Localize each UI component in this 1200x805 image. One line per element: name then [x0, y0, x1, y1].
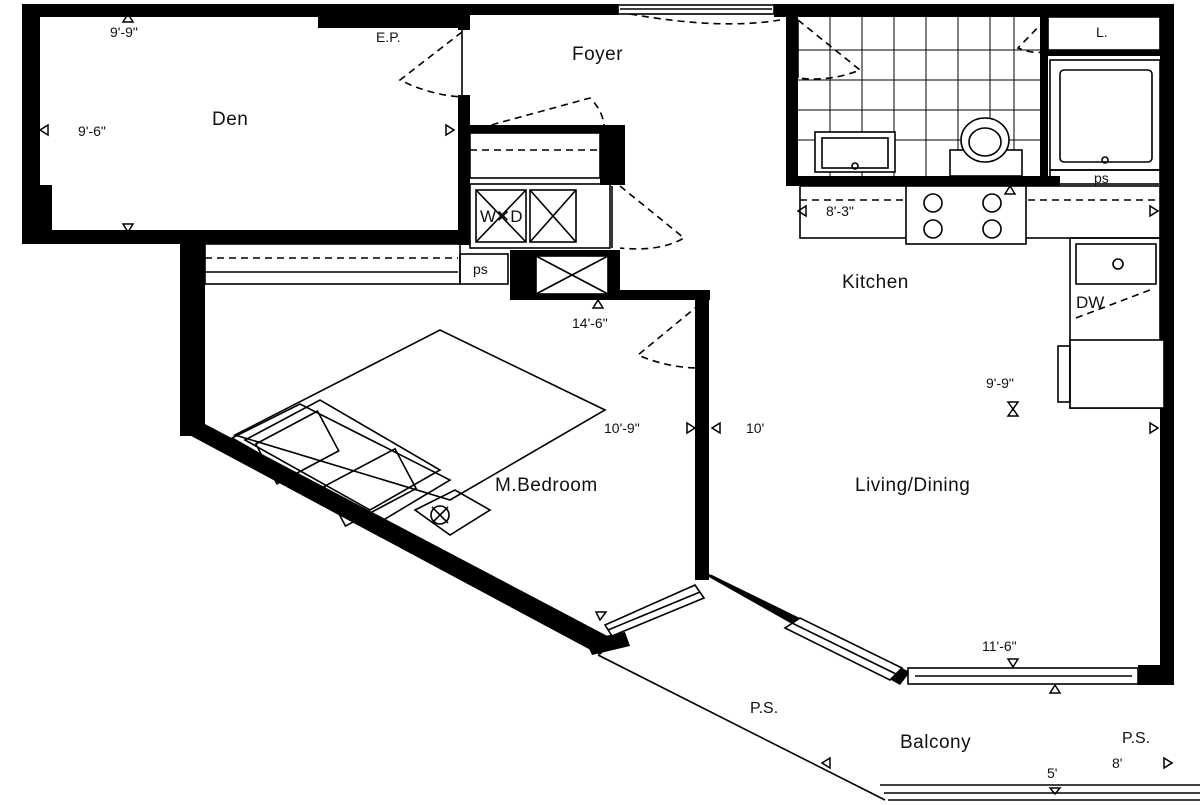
dim-den-width: 9'-9": [110, 24, 138, 40]
room-label-living: Living/Dining: [855, 475, 970, 496]
ps-closet: [459, 253, 509, 285]
bathroom: [797, 16, 1161, 185]
kitchen-counter: [799, 185, 1165, 409]
balcony-outline: [597, 654, 1200, 801]
dim-bedroom-depth: 10'-9": [604, 420, 640, 436]
tag-ps-balcony-right: P.S.: [1122, 730, 1150, 747]
washer-dryer-closet: [469, 183, 686, 250]
entry-door: [617, 4, 781, 25]
tag-linen: L.: [1096, 24, 1108, 40]
dim-balcony-depth: 5': [1047, 765, 1057, 781]
dim-kitchen-width: 8'-3": [826, 203, 854, 219]
room-label-kitchen: Kitchen: [842, 272, 909, 293]
tag-washer-dryer: W✕D: [480, 207, 523, 226]
tag-dishwasher: DW: [1076, 293, 1104, 312]
walls: [22, 4, 1174, 685]
bedroom-closet: [204, 243, 461, 285]
den-door-swing: [398, 30, 463, 98]
tag-ps-closet: ps: [473, 261, 488, 277]
bedroom-door-swing: [636, 300, 703, 370]
shaft: [535, 255, 609, 295]
room-label-bedroom: M.Bedroom: [495, 475, 598, 496]
bed: [230, 329, 607, 536]
dim-living-bottom: 11'-6": [982, 638, 1017, 654]
dim-bedroom-width: 14'-6": [572, 315, 608, 331]
tag-ps-balcony-left: P.S.: [750, 700, 778, 717]
room-label-den: Den: [212, 109, 248, 130]
tag-electrical-panel: E.P.: [376, 29, 401, 45]
dim-den-depth: 9'-6": [78, 123, 106, 139]
dim-balcony-width: 8': [1112, 755, 1122, 771]
dim-living-width: 9'-9": [986, 375, 1014, 391]
hall-closet: [469, 97, 605, 179]
dim-living-depth: 10': [746, 420, 764, 436]
dimension-markers: [38, 12, 1174, 796]
balcony-doors: [603, 583, 1139, 685]
room-label-balcony: Balcony: [900, 732, 971, 753]
room-label-foyer: Foyer: [572, 44, 623, 65]
tag-ps-bath: ps: [1094, 170, 1109, 186]
